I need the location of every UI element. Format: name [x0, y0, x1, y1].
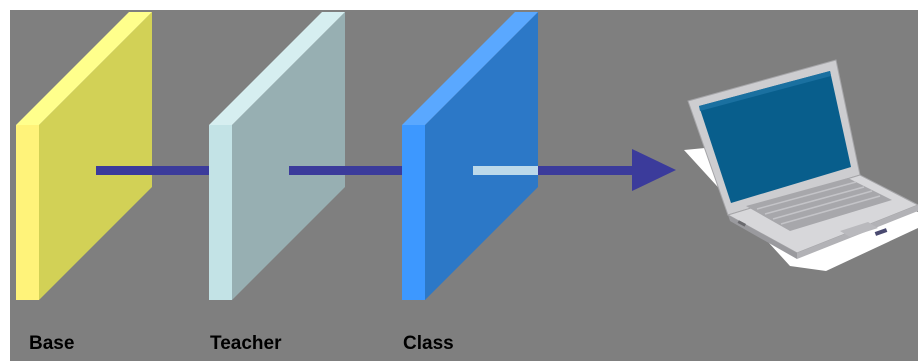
laptop-keyboard: [746, 178, 892, 231]
laptop-base-front: [728, 215, 797, 259]
class-layer-front: [402, 125, 425, 300]
laptop-trackpad: [840, 222, 878, 237]
output-arrow-highlight: [473, 166, 538, 175]
laptop-screen-glare: [699, 71, 831, 111]
laptop-keyboard-row: [772, 190, 873, 220]
laptop-keyboard-row: [764, 186, 865, 215]
output-arrow: [538, 149, 676, 191]
laptop-keyboard-row: [756, 181, 857, 210]
output-arrow-head: [632, 149, 676, 191]
teacher-layer-side: [232, 12, 345, 300]
output-arrow-shaft: [538, 166, 634, 175]
teacher-layer-front: [209, 125, 232, 300]
teacher-layer-label: Teacher: [210, 333, 282, 354]
base-layer-side: [39, 12, 152, 300]
base-layer-panel: [16, 12, 152, 300]
connector-base-teacher: [96, 166, 209, 175]
base-layer-top: [16, 12, 152, 125]
class-layer-label: Class: [403, 333, 454, 354]
laptop-icon: [684, 59, 918, 271]
base-layer-label: Base: [29, 333, 75, 354]
laptop-screen: [699, 71, 851, 203]
laptop-keyboard-row: [780, 195, 881, 225]
base-layer-front: [16, 125, 39, 300]
class-layer-top: [402, 12, 538, 125]
connector-teacher-class: [289, 166, 402, 175]
class-layer-side: [425, 12, 538, 300]
teacher-layer-panel: [209, 12, 345, 300]
teacher-layer-top: [209, 12, 345, 125]
laptop-port: [737, 220, 747, 227]
class-layer-panel: [402, 12, 538, 300]
laptop-port: [874, 228, 888, 236]
